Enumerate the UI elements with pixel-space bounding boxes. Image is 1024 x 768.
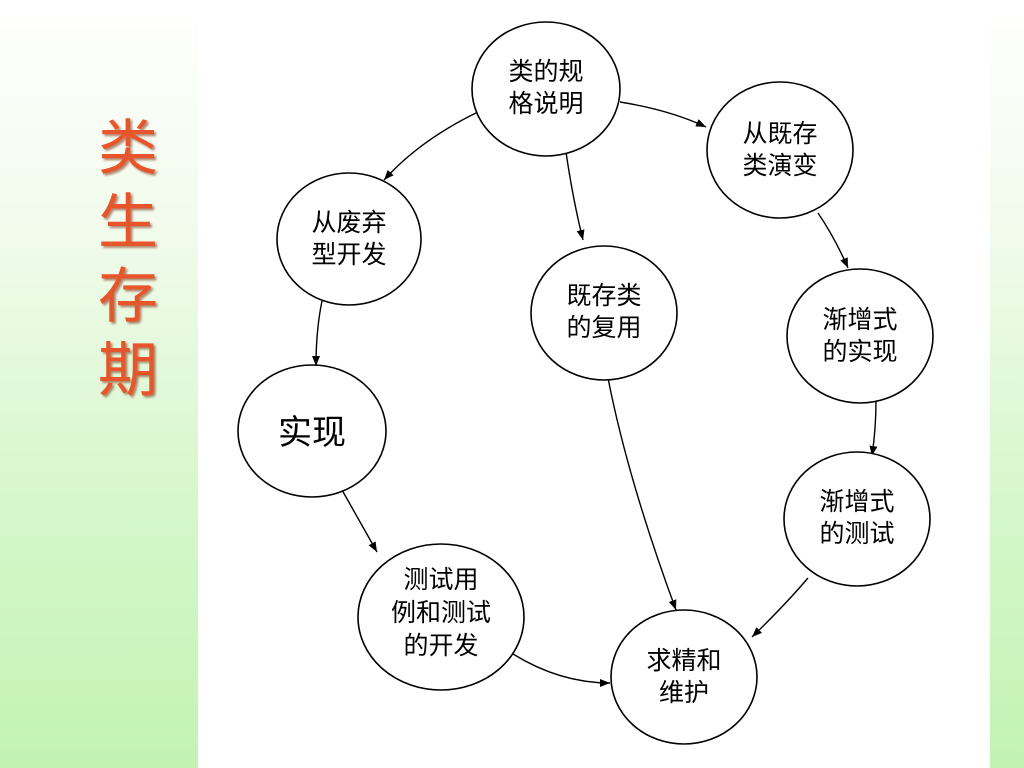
- edge-scratch-to-implementation: [312, 300, 323, 367]
- node-incremental-test: 渐增式 的测试: [783, 451, 931, 587]
- node-reuse-existing-line-2: 的复用: [566, 313, 641, 342]
- node-testcase-dev-line-3: 的开发: [403, 631, 478, 660]
- node-class-spec-line-2: 格说明: [508, 89, 583, 118]
- node-class-spec-line-1: 类的规: [508, 57, 583, 86]
- edge-evolve-to-incremental-impl: [817, 212, 849, 269]
- node-reuse-existing: 既存类 的复用: [530, 245, 678, 381]
- node-testcase-dev-line-2: 例和测试: [391, 598, 491, 627]
- node-testcase-dev-line-1: 测试用: [403, 565, 478, 594]
- node-testcase-dev: 测试用 例和测试 的开发: [357, 543, 525, 691]
- node-incremental-test-line-1: 渐增式: [819, 487, 894, 516]
- node-evolve-existing-line-1: 从既存: [742, 119, 817, 148]
- side-title-char-2: 生: [98, 188, 158, 258]
- node-implementation: 实现: [237, 364, 387, 498]
- side-title-char-3: 存: [98, 262, 158, 332]
- edge-reuse-to-refine: [607, 377, 677, 611]
- node-incremental-impl-line-1: 渐增式: [822, 305, 897, 334]
- node-from-scratch-line-1: 从废弃: [311, 208, 386, 237]
- side-title-char-1: 类: [98, 114, 158, 184]
- node-incremental-impl-line-2: 的实现: [822, 337, 897, 366]
- side-title: 类 生 存 期: [92, 112, 164, 408]
- node-incremental-test-line-2: 的测试: [819, 519, 894, 548]
- edge-spec-to-scratch: [383, 111, 479, 181]
- node-reuse-existing-line-1: 既存类: [566, 281, 641, 310]
- edge-test-to-refine: [751, 577, 809, 638]
- node-from-scratch: 从废弃 型开发: [276, 172, 422, 306]
- side-title-char-4: 期: [98, 336, 158, 406]
- edge-testcases-to-refine: [512, 653, 611, 687]
- node-class-spec: 类的规 格说明: [471, 21, 621, 157]
- node-evolve-existing-line-2: 类演变: [742, 151, 817, 180]
- edge-implementation-to-testcases: [341, 489, 378, 553]
- node-evolve-existing: 从既存 类演变: [706, 81, 854, 219]
- node-from-scratch-line-2: 型开发: [311, 240, 386, 269]
- edge-incremental-impl-to-test: [869, 400, 878, 457]
- node-refine-maintain-line-2: 维护: [659, 678, 709, 707]
- edge-spec-to-evolve: [619, 101, 707, 128]
- node-incremental-impl: 渐增式 的实现: [786, 268, 934, 404]
- node-refine-maintain: 求精和 维护: [610, 609, 758, 745]
- node-refine-maintain-line-1: 求精和: [646, 646, 721, 675]
- node-implementation-line-1: 实现: [278, 413, 346, 453]
- edge-spec-to-reuse: [565, 151, 585, 241]
